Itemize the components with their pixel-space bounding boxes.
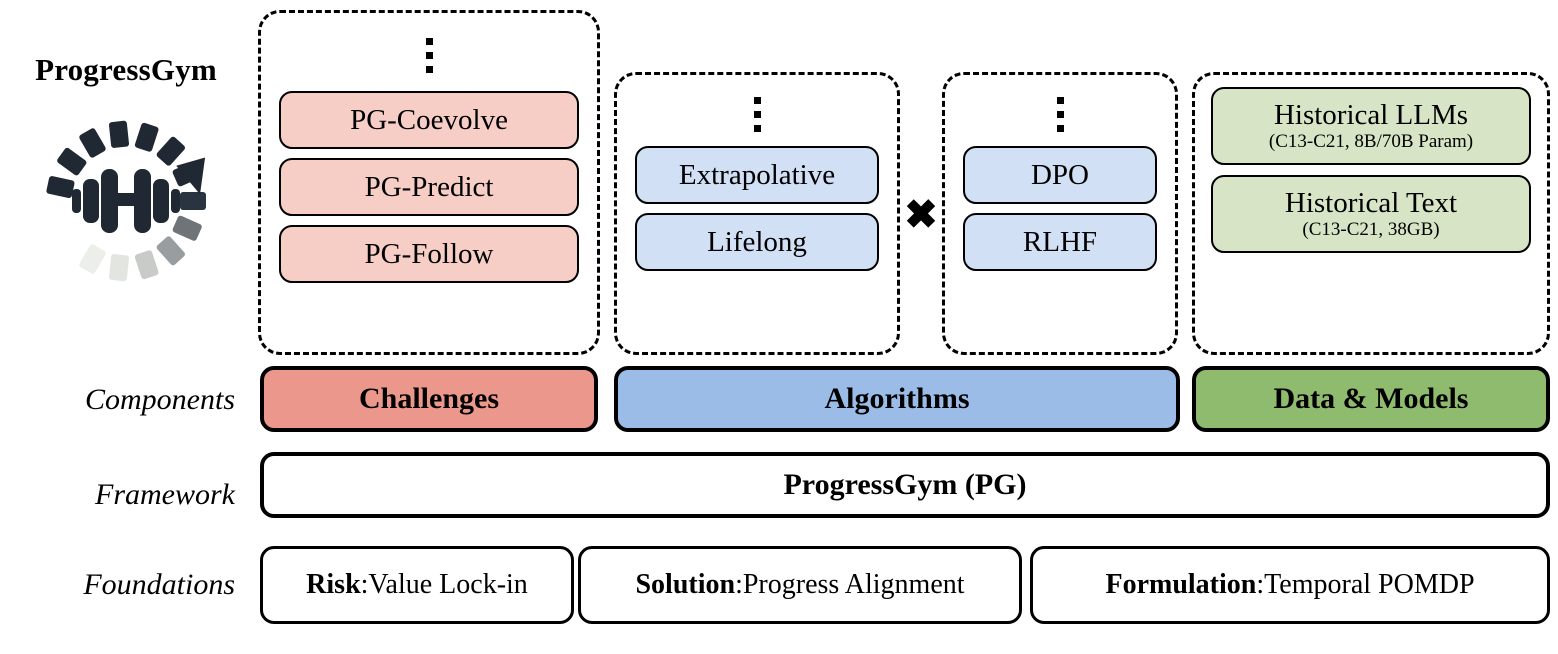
challenge-chip-list: PG-Coevolve PG-Predict PG-Follow — [261, 91, 597, 283]
row-label-framework: Framework — [95, 478, 235, 511]
ellipsis-icon — [617, 97, 897, 132]
chip-label: PG-Coevolve — [350, 103, 508, 136]
component-bar-challenges[interactable]: Challenges — [260, 366, 598, 432]
chip-label: Historical LLMs — [1273, 99, 1469, 132]
group-challenges: PG-Coevolve PG-Predict PG-Follow — [258, 10, 600, 355]
ellipsis-icon — [945, 97, 1175, 132]
framework-bar[interactable]: ProgressGym (PG) — [260, 452, 1550, 518]
progressgym-logo-icon — [8, 97, 244, 297]
chip-label: Extrapolative — [678, 158, 836, 191]
brand-block: ProgressGym — [8, 54, 244, 344]
chip-sublabel: (C13-C21, 8B/70B Param) — [1268, 130, 1474, 152]
group-algorithm-techniques: DPO RLHF — [942, 72, 1178, 355]
component-bar-data-models[interactable]: Data & Models — [1192, 366, 1550, 432]
page-title: ProgressGym — [35, 52, 217, 87]
row-label-components: Components — [85, 383, 235, 416]
ellipsis-icon — [261, 38, 597, 73]
foundation-separator: : — [735, 569, 743, 600]
foundation-card-formulation[interactable]: Formulation: Temporal POMDP — [1030, 546, 1550, 624]
algorithm-paradigm-chip[interactable]: Lifelong — [635, 213, 879, 271]
foundation-card-solution[interactable]: Solution: Progress Alignment — [578, 546, 1022, 624]
group-algorithm-paradigms: Extrapolative Lifelong — [614, 72, 900, 355]
data-asset-chip[interactable]: Historical LLMs (C13-C21, 8B/70B Param) — [1211, 87, 1531, 165]
row-label-foundations: Foundations — [83, 568, 235, 601]
foundation-separator: : — [1256, 569, 1265, 600]
foundation-separator: : — [360, 569, 369, 600]
algorithm-technique-chip[interactable]: RLHF — [963, 213, 1157, 271]
component-bar-label: Algorithms — [824, 382, 970, 415]
chip-label: Lifelong — [707, 225, 807, 258]
chip-sublabel: (C13-C21, 38GB) — [1302, 218, 1440, 240]
chip-label: DPO — [1030, 158, 1089, 191]
foundation-key: Formulation — [1105, 569, 1257, 600]
challenge-chip[interactable]: PG-Follow — [279, 225, 579, 283]
foundation-key: Risk — [306, 569, 361, 600]
algorithm-paradigm-chip-list: Extrapolative Lifelong — [617, 146, 897, 271]
chip-label: PG-Predict — [364, 170, 494, 203]
data-asset-chip-list: Historical LLMs (C13-C21, 8B/70B Param) … — [1195, 87, 1547, 253]
foundation-value: Progress Alignment — [742, 569, 965, 600]
data-asset-chip[interactable]: Historical Text (C13-C21, 38GB) — [1211, 175, 1531, 253]
component-bar-algorithms[interactable]: Algorithms — [614, 366, 1180, 432]
foundation-key: Solution — [635, 569, 736, 600]
framework-bar-label: ProgressGym (PG) — [783, 468, 1027, 501]
multiply-icon: ✖ — [904, 193, 938, 237]
group-data-and-models: Historical LLMs (C13-C21, 8B/70B Param) … — [1192, 72, 1550, 355]
foundation-card-risk[interactable]: Risk: Value Lock-in — [260, 546, 574, 624]
chip-label: RLHF — [1022, 225, 1098, 258]
chip-label: PG-Follow — [364, 237, 494, 270]
challenge-chip[interactable]: PG-Predict — [279, 158, 579, 216]
foundation-value: Value Lock-in — [368, 569, 528, 600]
algorithm-technique-chip-list: DPO RLHF — [945, 146, 1175, 271]
component-bar-label: Challenges — [358, 382, 499, 415]
algorithm-paradigm-chip[interactable]: Extrapolative — [635, 146, 879, 204]
chip-label: Historical Text — [1284, 187, 1458, 220]
component-bar-label: Data & Models — [1273, 382, 1469, 415]
algorithm-technique-chip[interactable]: DPO — [963, 146, 1157, 204]
foundation-value: Temporal POMDP — [1264, 569, 1475, 600]
challenge-chip[interactable]: PG-Coevolve — [279, 91, 579, 149]
